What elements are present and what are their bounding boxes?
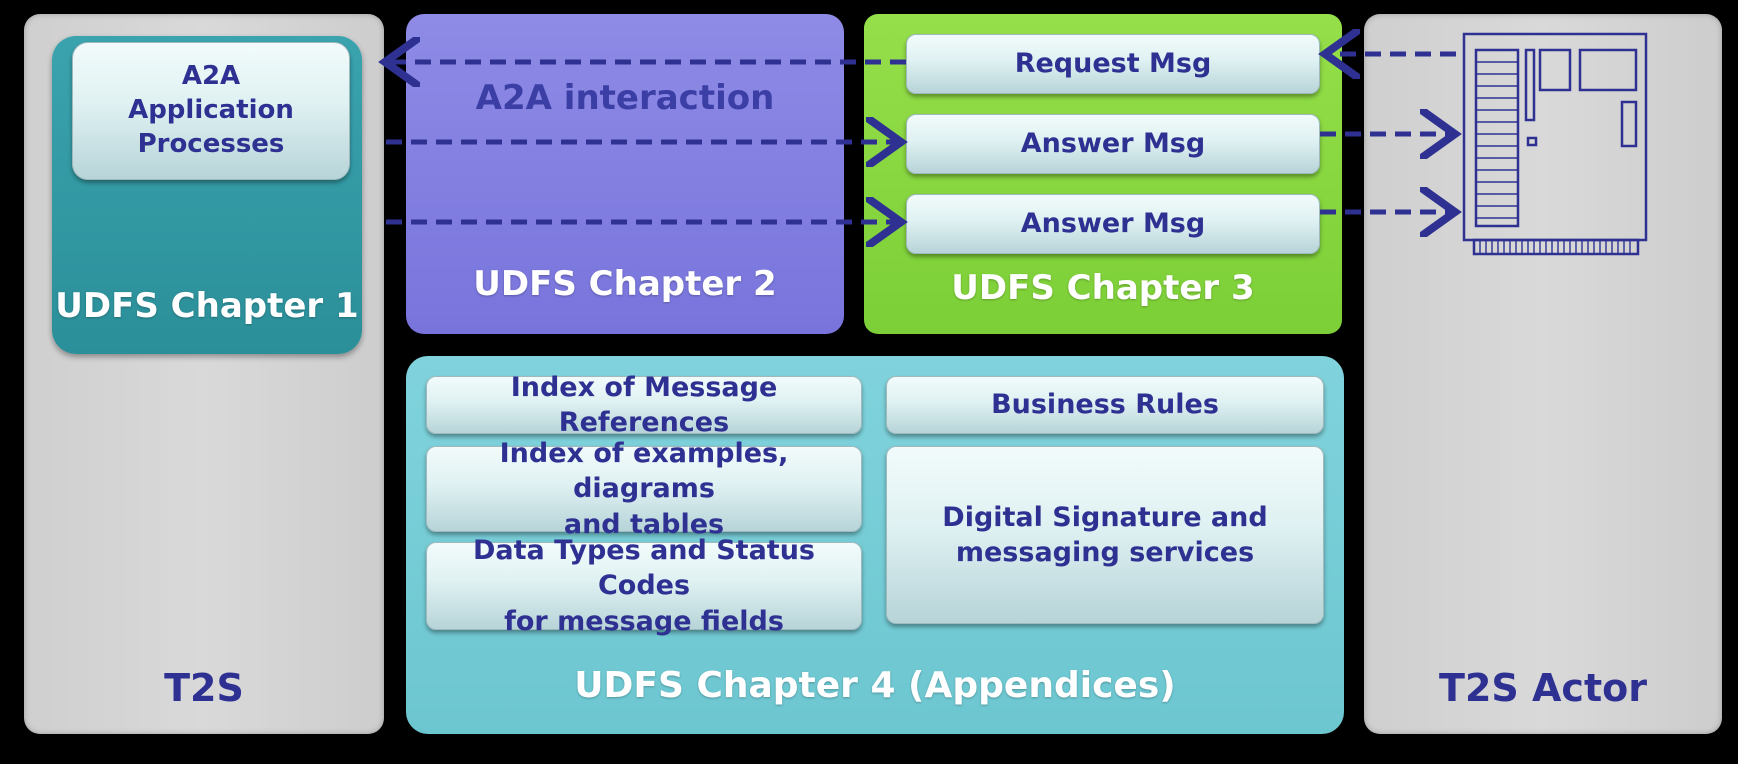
a2a-interaction-label: A2A interaction xyxy=(475,78,775,118)
index-examples-line-2: and tables xyxy=(563,508,725,540)
computer-server-icon xyxy=(1462,32,1648,256)
business-rules-label: Business Rules xyxy=(991,389,1219,421)
t2s-label: T2S xyxy=(164,666,244,710)
a2a-process-line-3: Processes xyxy=(137,128,285,159)
digital-signature-line-2: messaging services xyxy=(955,537,1255,568)
index-message-references-box: Index of Message References xyxy=(426,372,862,438)
a2a-process-line-2: Application xyxy=(128,95,294,126)
udfs-chapter-4-label: UDFS Chapter 4 (Appendices) xyxy=(574,665,1176,706)
data-types-line-1: Data Types and Status Codes xyxy=(472,535,816,602)
data-types-line-2: for message fields xyxy=(504,605,784,637)
t2s-actor-label: T2S Actor xyxy=(1439,666,1647,710)
answer-msg-box-1: Answer Msg xyxy=(906,114,1320,174)
udfs-chapter-2-label: UDFS Chapter 2 xyxy=(473,264,777,304)
answer-msg-box-2: Answer Msg xyxy=(906,194,1320,254)
udfs-chapter-3-label: UDFS Chapter 3 xyxy=(951,268,1255,308)
udfs-chapter-2-box: A2A interaction UDFS Chapter 2 xyxy=(406,14,844,334)
data-types-box: Data Types and Status Codes for message … xyxy=(426,535,862,637)
request-msg-box: Request Msg xyxy=(906,34,1320,94)
index-examples-line-1: Index of examples, diagrams xyxy=(499,438,789,505)
digital-signature-line-1: Digital Signature and xyxy=(942,501,1268,533)
digital-signature-box: Digital Signature and messaging services xyxy=(886,446,1324,624)
answer-msg-label-2: Answer Msg xyxy=(1020,208,1206,240)
index-message-references-label: Index of Message References xyxy=(510,371,778,438)
a2a-process-line-1: A2A xyxy=(181,61,241,92)
answer-msg-label-1: Answer Msg xyxy=(1020,128,1206,160)
udfs-chapter-1-label: UDFS Chapter 1 xyxy=(55,286,359,326)
request-msg-label: Request Msg xyxy=(1014,48,1212,80)
a2a-application-processes-box: A2A Application Processes xyxy=(72,42,350,180)
index-examples-box: Index of examples, diagrams and tables xyxy=(426,438,862,540)
business-rules-box: Business Rules xyxy=(886,376,1324,434)
